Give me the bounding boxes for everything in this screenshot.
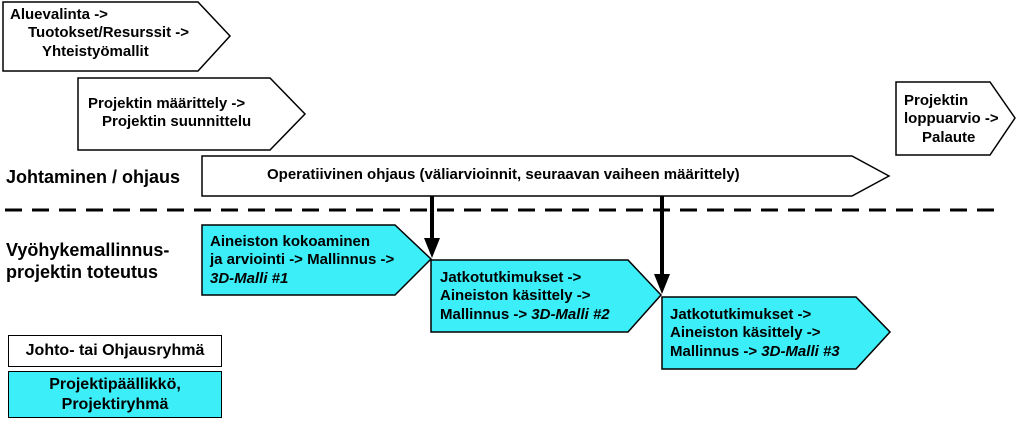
implementation-label-line-2: projektin toteutus <box>6 261 158 282</box>
aluevalinta-line-1: Aluevalinta -> <box>10 6 108 23</box>
phase-1-model: 3D-Malli #1 <box>210 269 289 287</box>
phase-3-line-1: Jatkotutkimukset -> <box>670 306 812 323</box>
maarittely-line-1: Projektin määrittely -> <box>88 95 246 112</box>
legend-management-group: Johto- tai Ohjausryhmä <box>8 335 222 367</box>
phase-3-line-3: Mallinnus -> 3D-Malli #3 <box>670 343 840 361</box>
loppuarvio-line-2: loppuarvio -> <box>904 110 999 128</box>
phase-1-text: Aineiston kokoaminen ja arviointi -> Mal… <box>210 233 394 288</box>
aluevalinta-line-2: Tuotokset/Resurssit -> <box>28 24 190 42</box>
management-arrow-text: Operatiivinen ohjaus (väliarvioinnit, se… <box>267 166 740 183</box>
implementation-row-label: Vyöhykemallinnus- projektin toteutus <box>6 240 169 284</box>
phase-3-shape <box>661 296 892 370</box>
phase-2-model: 3D-Malli #2 <box>531 305 610 323</box>
phase-3-prefix: Mallinnus -> <box>670 342 762 360</box>
phase-3-line-2: Aineiston käsittely -> <box>670 324 821 342</box>
down-arrow-2-head <box>654 274 670 294</box>
aluevalinta-text: Aluevalinta -> Tuotokset/Resurssit -> Yh… <box>10 6 189 61</box>
loppuarvio-text: Projektin loppuarvio -> Palaute <box>904 92 999 147</box>
phase-2-prefix: Mallinnus -> <box>440 305 532 323</box>
phase-1-line-1: Aineiston kokoaminen <box>210 233 371 250</box>
management-row-label: Johtaminen / ohjaus <box>6 167 181 187</box>
maarittely-arrow-shape <box>77 77 307 151</box>
loppuarvio-line-1: Projektin <box>904 92 969 109</box>
legend-project-team-line-2: Projektiryhmä <box>61 396 169 413</box>
phase-3-text: Jatkotutkimukset -> Aineiston käsittely … <box>670 306 840 361</box>
phase-1-line-2: ja arviointi -> Mallinnus -> <box>210 251 395 269</box>
phase-2-shape <box>430 259 663 333</box>
phase-2-line-3: Mallinnus -> 3D-Malli #2 <box>440 306 610 324</box>
maarittely-line-2: Projektin suunnittelu <box>102 113 252 131</box>
phase-1-shape <box>201 224 433 296</box>
phase-3-model: 3D-Malli #3 <box>761 342 840 360</box>
legend-project-team: Projektipäällikkö, Projektiryhmä <box>8 371 222 418</box>
implementation-label-line-1: Vyöhykemallinnus- <box>6 240 170 260</box>
loppuarvio-line-3: Palaute <box>922 128 976 146</box>
phase-2-line-2: Aineiston käsittely -> <box>440 287 591 305</box>
legend-project-team-line-1: Projektipäällikkö, <box>49 376 181 393</box>
aluevalinta-arrow-shape <box>2 1 232 72</box>
management-arrow-shape <box>201 155 891 197</box>
down-arrow-1-head <box>424 238 440 258</box>
aluevalinta-line-3: Yhteistyömallit <box>42 42 149 60</box>
phase-2-text: Jatkotutkimukset -> Aineiston käsittely … <box>440 269 610 324</box>
loppuarvio-arrow-shape <box>895 81 1016 156</box>
maarittely-text: Projektin määrittely -> Projektin suunni… <box>88 95 251 132</box>
phase-2-line-1: Jatkotutkimukset -> <box>440 269 582 286</box>
legend-management-group-label: Johto- tai Ohjausryhmä <box>25 342 205 359</box>
